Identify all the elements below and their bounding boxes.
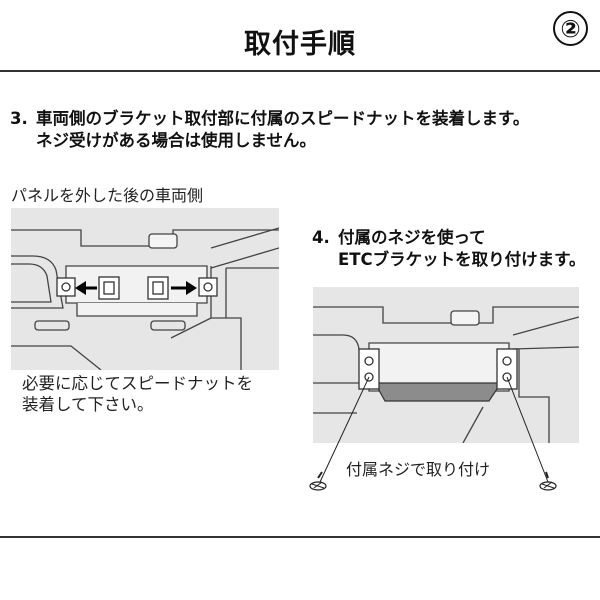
arrow-right-icon <box>171 281 197 295</box>
step-number-badge: ② <box>553 11 588 46</box>
arrow-left-icon <box>75 281 97 295</box>
vehicle-side-caption: パネルを外した後の車両側 <box>11 186 204 205</box>
speed-nut-note: 必要に応じてスピードナットを 装着して下さい。 <box>22 373 253 415</box>
step-4-line-1: 付属のネジを使って <box>338 228 486 247</box>
screw-icon <box>309 471 327 491</box>
screw-icon <box>539 471 557 491</box>
page-title: 取付手順 <box>244 29 356 60</box>
step-3-instruction: 3. 車両側のブラケット取付部に付属のスピードナットを装着します。 ネジ受けがある… <box>10 108 595 152</box>
bracket-install-diagram <box>313 287 579 443</box>
step-4-instruction: 4. 付属のネジを使って ETCブラケットを取り付けます。 <box>312 227 597 271</box>
step-3-line-1: 車両側のブラケット取付部に付属のスピードナットを装着します。 <box>36 109 530 128</box>
bottom-divider <box>0 536 600 538</box>
screw-install-caption: 付属ネジで取り付け <box>346 460 491 479</box>
screw-guides <box>309 376 557 491</box>
step-3-line-2: ネジ受けがある場合は使用しません。 <box>36 131 317 150</box>
step-4-line-2: ETCブラケットを取り付けます。 <box>338 250 586 269</box>
step-4-number: 4. <box>312 228 330 247</box>
top-divider <box>0 70 600 72</box>
speed-nut-note-line-2: 装着して下さい。 <box>22 395 154 414</box>
vehicle-side-diagram <box>11 208 279 370</box>
speed-nut-note-line-1: 必要に応じてスピードナットを <box>22 374 253 393</box>
step-3-number: 3. <box>10 109 28 128</box>
